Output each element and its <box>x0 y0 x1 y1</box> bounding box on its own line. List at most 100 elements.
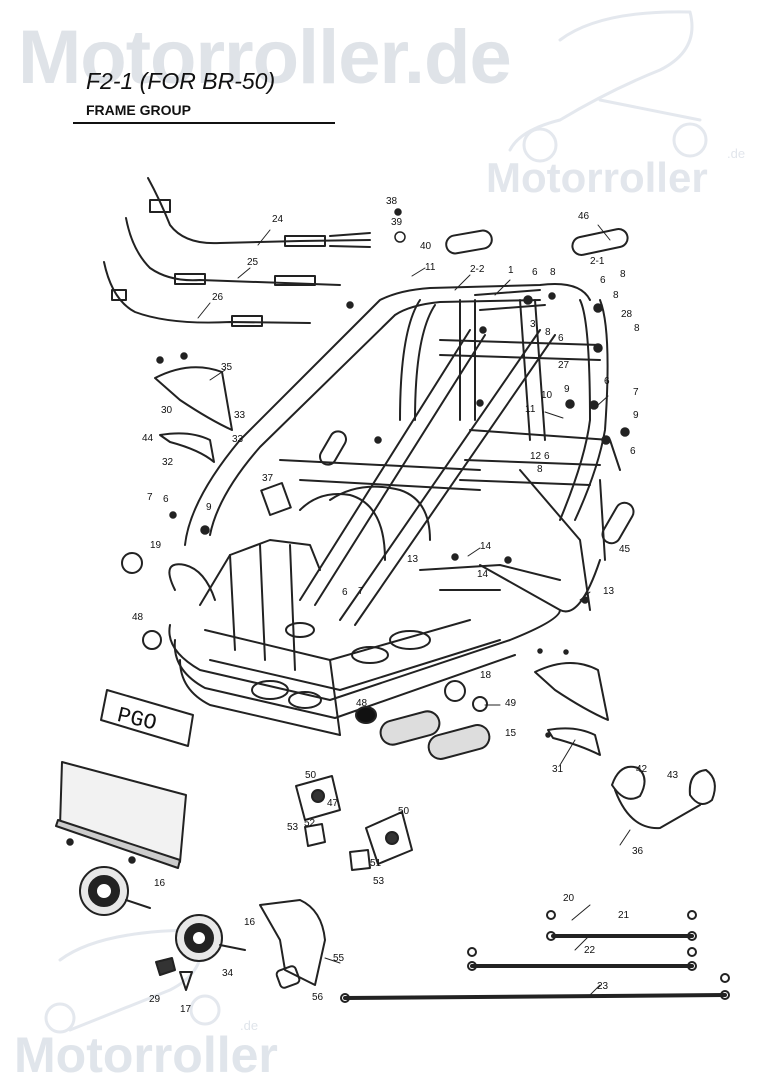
callout-8e: 8 <box>634 323 640 334</box>
watermark-top: Motorroller.de <box>18 15 512 100</box>
callout-19: 19 <box>150 540 162 551</box>
callout-9a: 9 <box>564 384 570 395</box>
callout-48a: 48 <box>132 612 144 623</box>
headlight-right <box>175 914 246 962</box>
callout-8d: 8 <box>545 327 551 338</box>
callout-22: 22 <box>584 945 596 956</box>
callout-30: 30 <box>161 405 173 416</box>
callout-11b: 11 <box>525 404 536 415</box>
roll-bar-padding <box>319 228 635 545</box>
callout-40: 40 <box>420 241 432 252</box>
callout-26: 26 <box>212 292 224 303</box>
callout-16b: 16 <box>244 917 256 928</box>
lower-chassis <box>168 539 561 736</box>
label-37 <box>260 482 292 516</box>
scooter-watermark-top <box>508 10 708 163</box>
diagram-subtitle: FRAME GROUP <box>86 102 191 118</box>
callout-10: 10 <box>541 390 553 401</box>
callout-20: 20 <box>563 893 575 904</box>
dash-panel-right <box>534 661 609 756</box>
callout-6a: 6 <box>532 267 538 278</box>
callout-6b: 6 <box>600 275 606 286</box>
ignition-switch <box>295 775 341 821</box>
callout-13b: 13 <box>603 586 615 597</box>
callout-24: 24 <box>272 214 284 225</box>
dash-panel-left <box>154 366 233 463</box>
callout-9b: 9 <box>633 410 639 421</box>
bracket-51 <box>349 849 371 871</box>
roll-cage-frame <box>184 283 621 626</box>
callout-33b: 33 <box>232 434 244 445</box>
callout-11a: 11 <box>425 262 436 273</box>
callout-8b: 8 <box>620 269 626 280</box>
callout-36: 36 <box>632 846 644 857</box>
bushing-19 <box>121 552 143 574</box>
callout-25: 25 <box>247 257 259 268</box>
callout-6f: 6 <box>544 451 550 462</box>
license-plate <box>100 689 194 747</box>
callout-31: 31 <box>552 764 564 775</box>
callout-8a: 8 <box>550 267 556 278</box>
callout-45: 45 <box>619 544 631 555</box>
callout-6e: 6 <box>630 446 636 457</box>
watermark-bottom-suffix: .de <box>240 1018 259 1033</box>
callout-29: 29 <box>149 994 161 1005</box>
headlight-bracket <box>259 899 326 986</box>
callout-50a: 50 <box>305 770 317 781</box>
callout-39: 39 <box>391 217 403 228</box>
front-skid-plate <box>55 761 187 869</box>
callout-43: 43 <box>667 770 679 781</box>
callout-56: 56 <box>312 992 324 1003</box>
watermark-bottom: Motorroller <box>14 1027 278 1083</box>
callout-14a: 14 <box>480 541 492 552</box>
callout-18: 18 <box>480 670 492 681</box>
callout-16a: 16 <box>154 878 166 889</box>
bolts <box>66 208 630 864</box>
callout-23: 23 <box>597 981 609 992</box>
callout-6c: 6 <box>558 333 564 344</box>
part-29 <box>155 957 176 976</box>
callout-3: 3 <box>530 319 536 330</box>
tie-rod-23 <box>343 993 727 1000</box>
callout-7c: 7 <box>358 586 364 597</box>
foot-pads <box>379 710 491 760</box>
washer-49 <box>472 696 488 712</box>
callout-48b: 48 <box>356 698 368 709</box>
callout-8f: 8 <box>537 464 543 475</box>
callout-28: 28 <box>621 309 633 320</box>
part-17 <box>179 971 193 991</box>
callout-52: 52 <box>304 818 316 829</box>
light-switch <box>365 811 413 865</box>
callout-55: 55 <box>333 953 345 964</box>
callout-27: 27 <box>558 360 570 371</box>
callout-42: 42 <box>636 764 648 775</box>
headlight-left <box>79 866 151 916</box>
callout-12: 12 <box>530 451 542 462</box>
callout-35: 35 <box>221 362 233 373</box>
callout-53b: 53 <box>373 876 385 887</box>
callout-37: 37 <box>262 473 274 484</box>
tie-rod-ends <box>340 910 730 1003</box>
callout-47: 47 <box>327 798 339 809</box>
callout-50b: 50 <box>398 806 410 817</box>
callout-14b: 14 <box>477 569 489 580</box>
callout-51: 51 <box>370 858 382 869</box>
watermark-right-suffix: .de <box>727 146 746 161</box>
callout-8c: 8 <box>613 290 619 301</box>
callout-1: 1 <box>508 265 514 276</box>
bracket-52 <box>304 823 326 847</box>
bushing-18 <box>444 680 466 702</box>
watermark-right: Motorroller <box>486 154 708 201</box>
callout-21: 21 <box>618 910 630 921</box>
callout-13a: 13 <box>407 554 419 565</box>
title-rule <box>73 122 335 124</box>
callout-49: 49 <box>505 698 517 709</box>
callout-34: 34 <box>222 968 234 979</box>
callout-38: 38 <box>386 196 398 207</box>
callout-6h: 6 <box>342 587 348 598</box>
callout-2-1: 2-1 <box>590 256 605 267</box>
callout-6d: 6 <box>604 376 610 387</box>
diagram-title: F2-1 (FOR BR-50) <box>86 68 276 94</box>
callout-7a: 7 <box>633 387 639 398</box>
